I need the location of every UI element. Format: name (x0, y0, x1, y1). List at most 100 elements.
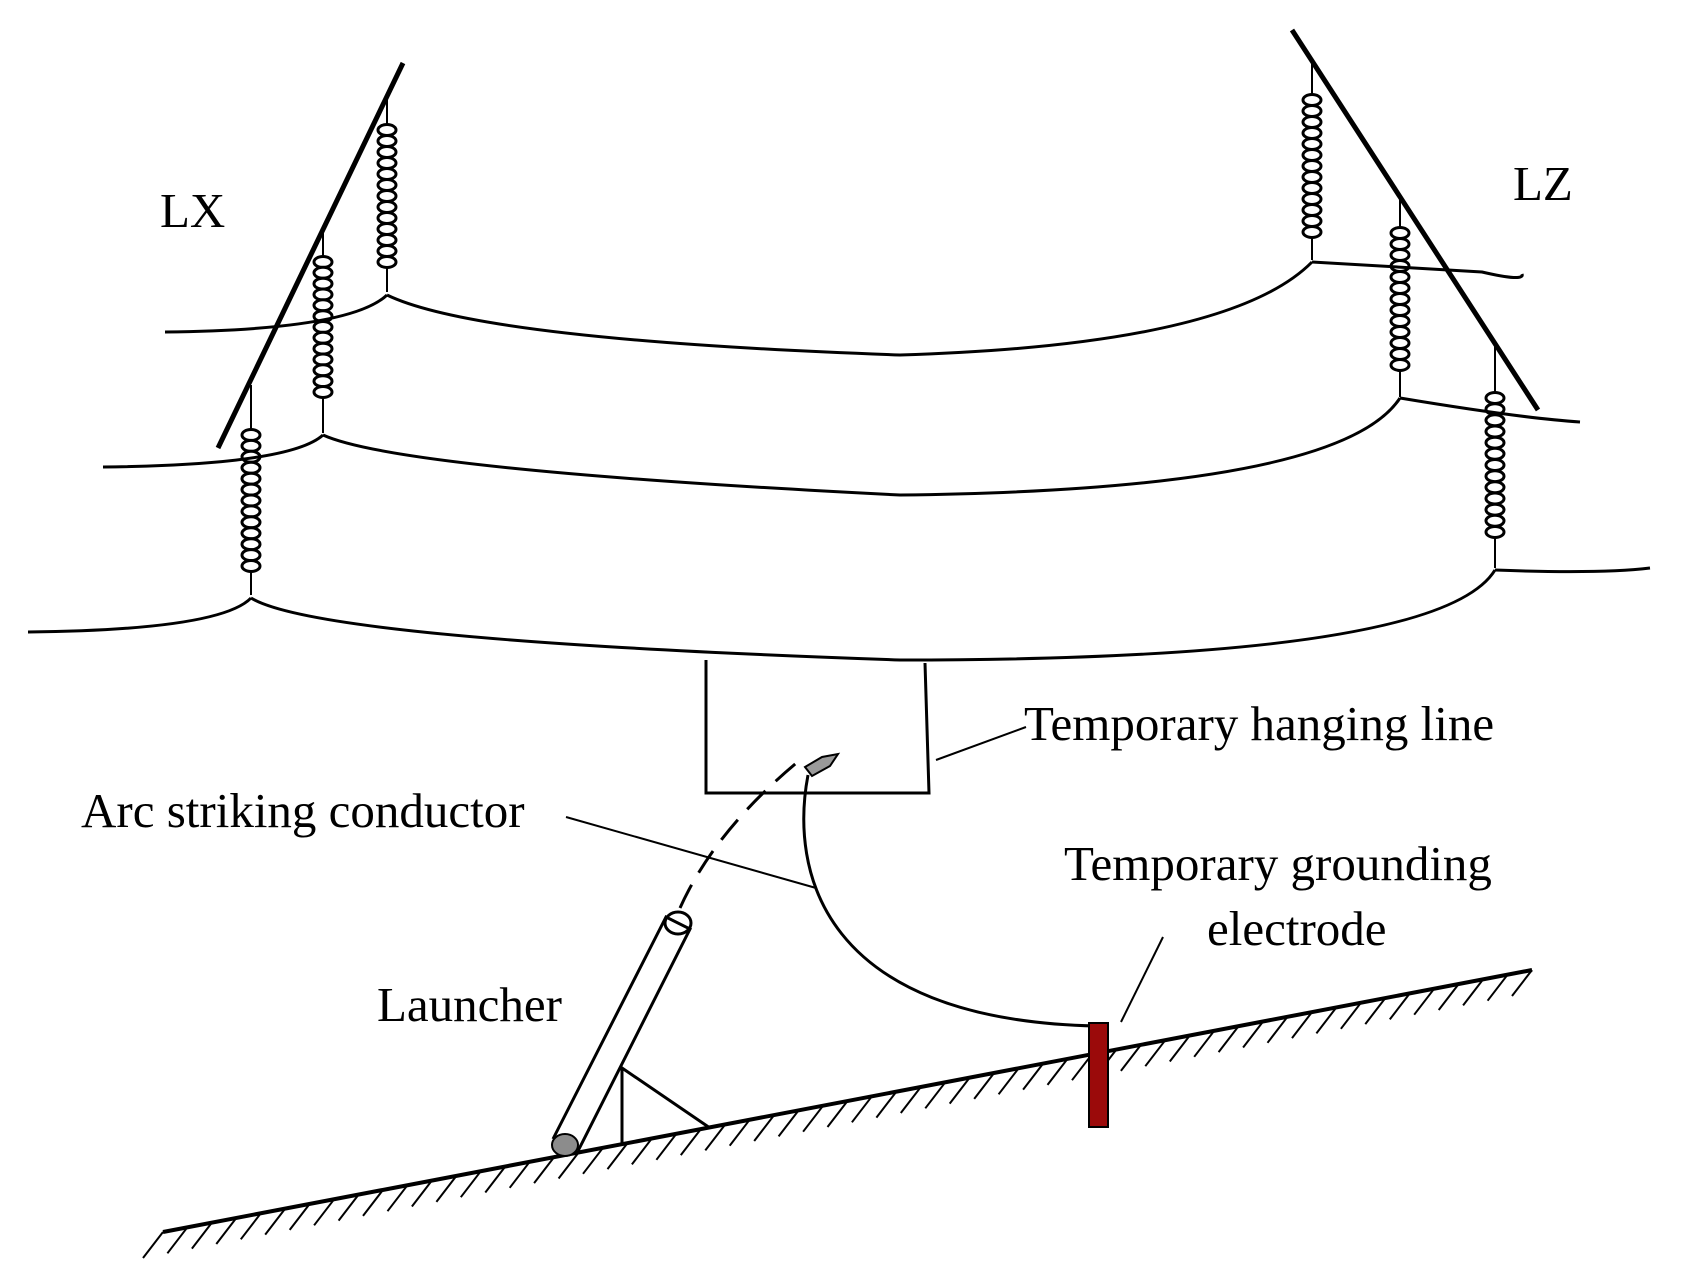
hatch-mark (460, 1170, 482, 1198)
conductor-top-outer-right (1311, 260, 1524, 279)
insulator-disc (1301, 170, 1323, 184)
insulator-disc (240, 460, 262, 475)
hatch-mark (484, 1165, 507, 1194)
label-lz: LZ (1513, 156, 1573, 211)
insulator-disc (1484, 502, 1506, 517)
insulator-disc (312, 385, 334, 399)
insulator-disc (240, 493, 262, 508)
hatch-mark (948, 1076, 971, 1105)
hatch-mark (1389, 992, 1411, 1021)
conductor-bottom-outer-left (27, 596, 253, 634)
arc-striking-conductor (802, 774, 1097, 1028)
insulator-disc (1389, 314, 1411, 328)
insulator-disc (376, 178, 398, 192)
insulator-disc (1301, 214, 1323, 228)
conductor-middle-outer-right (1399, 396, 1581, 424)
hatch-mark (191, 1221, 213, 1250)
insulator-disc (240, 471, 262, 486)
hatch-mark (851, 1095, 873, 1123)
insulator-disc (376, 145, 398, 159)
insulator-disc (1484, 469, 1506, 484)
hatch-mark (924, 1081, 947, 1109)
insulator-disc (240, 428, 262, 442)
hatch-mark (826, 1100, 849, 1128)
hatch-mark (1242, 1020, 1264, 1049)
hatch-mark (557, 1151, 580, 1180)
insulator-string-lz-top (1301, 93, 1323, 239)
hatch-mark (777, 1109, 800, 1138)
launcher (551, 910, 711, 1157)
label-temporary-grounding-line2: electrode (1207, 901, 1387, 956)
hatch-mark (288, 1203, 311, 1231)
tower-arm-left (215, 61, 406, 450)
insulator-disc (376, 156, 398, 170)
hatch-mark (753, 1114, 775, 1142)
ground-hatching (142, 969, 1533, 1259)
leader-lines (565, 726, 1164, 1023)
insulator-disc (1484, 525, 1506, 539)
insulator-disc (1301, 148, 1323, 162)
hatch-mark (1193, 1030, 1215, 1058)
conductor-top-span (386, 260, 1314, 357)
projectile (803, 752, 841, 778)
hatch-mark (1340, 1002, 1362, 1030)
insulator-disc (1389, 292, 1411, 306)
hatch-mark (435, 1175, 458, 1203)
hatch-mark (1364, 997, 1387, 1025)
insulator-disc (240, 559, 262, 573)
hatch-mark (240, 1212, 262, 1240)
hatch-mark (508, 1161, 531, 1189)
insulator-disc (1389, 303, 1411, 317)
hatch-mark (1120, 1044, 1142, 1072)
insulator-disc (1389, 336, 1411, 350)
insulator-disc (1301, 93, 1323, 107)
insulator-disc (1389, 248, 1411, 262)
insulator-disc (1301, 192, 1323, 206)
hatch-mark (631, 1137, 653, 1166)
hatch-mark (1486, 974, 1509, 1002)
leader-grounding-electrode (1120, 936, 1164, 1023)
hatch-mark (1413, 988, 1435, 1016)
insulator-disc (240, 438, 262, 453)
conductor-middle-outer-left (102, 433, 325, 469)
hatch-mark (900, 1086, 922, 1114)
hatch-mark (582, 1147, 604, 1175)
insulator-disc (1484, 391, 1506, 405)
insulator-disc (376, 134, 398, 148)
insulator-disc (376, 255, 398, 269)
launcher-support (620, 1065, 711, 1143)
hatch-mark (1437, 983, 1460, 1011)
insulator-string-lx-top (376, 123, 398, 269)
insulator-disc (376, 189, 398, 203)
insulator-disc (376, 211, 398, 225)
insulator-disc (1389, 226, 1411, 240)
hatch-mark (313, 1198, 335, 1226)
conductors (27, 260, 1651, 662)
hatch-mark (704, 1123, 727, 1152)
insulator-disc (240, 537, 262, 552)
insulator-disc (376, 233, 398, 247)
hatch-mark (533, 1156, 555, 1184)
insulator-disc (1301, 137, 1323, 151)
insulator-disc (1301, 225, 1323, 239)
insulator-disc (240, 548, 262, 563)
hatch-mark (997, 1067, 1020, 1095)
insulator-disc (1484, 413, 1506, 428)
hatch-mark (728, 1119, 751, 1147)
label-arc-striking-conductor: Arc striking conductor (81, 783, 525, 838)
hatch-mark (1217, 1025, 1240, 1053)
insulator-disc (1484, 480, 1506, 495)
hatch-mark (1169, 1034, 1191, 1063)
temporary-hanging-line (704, 660, 931, 795)
insulator-disc (376, 222, 398, 236)
hatch-mark (1266, 1016, 1289, 1044)
label-temporary-grounding-line1: Temporary grounding (1064, 836, 1492, 891)
conductor-top-outer-left (164, 293, 389, 334)
temporary-grounding-electrode (1088, 1022, 1109, 1128)
hatch-mark (1511, 969, 1533, 997)
label-temporary-hanging-line: Temporary hanging line (1024, 696, 1494, 751)
insulator-string-lz-bottom (1484, 391, 1506, 539)
leader-temporary-hanging-line (935, 726, 1027, 761)
insulator-disc (1484, 446, 1506, 461)
